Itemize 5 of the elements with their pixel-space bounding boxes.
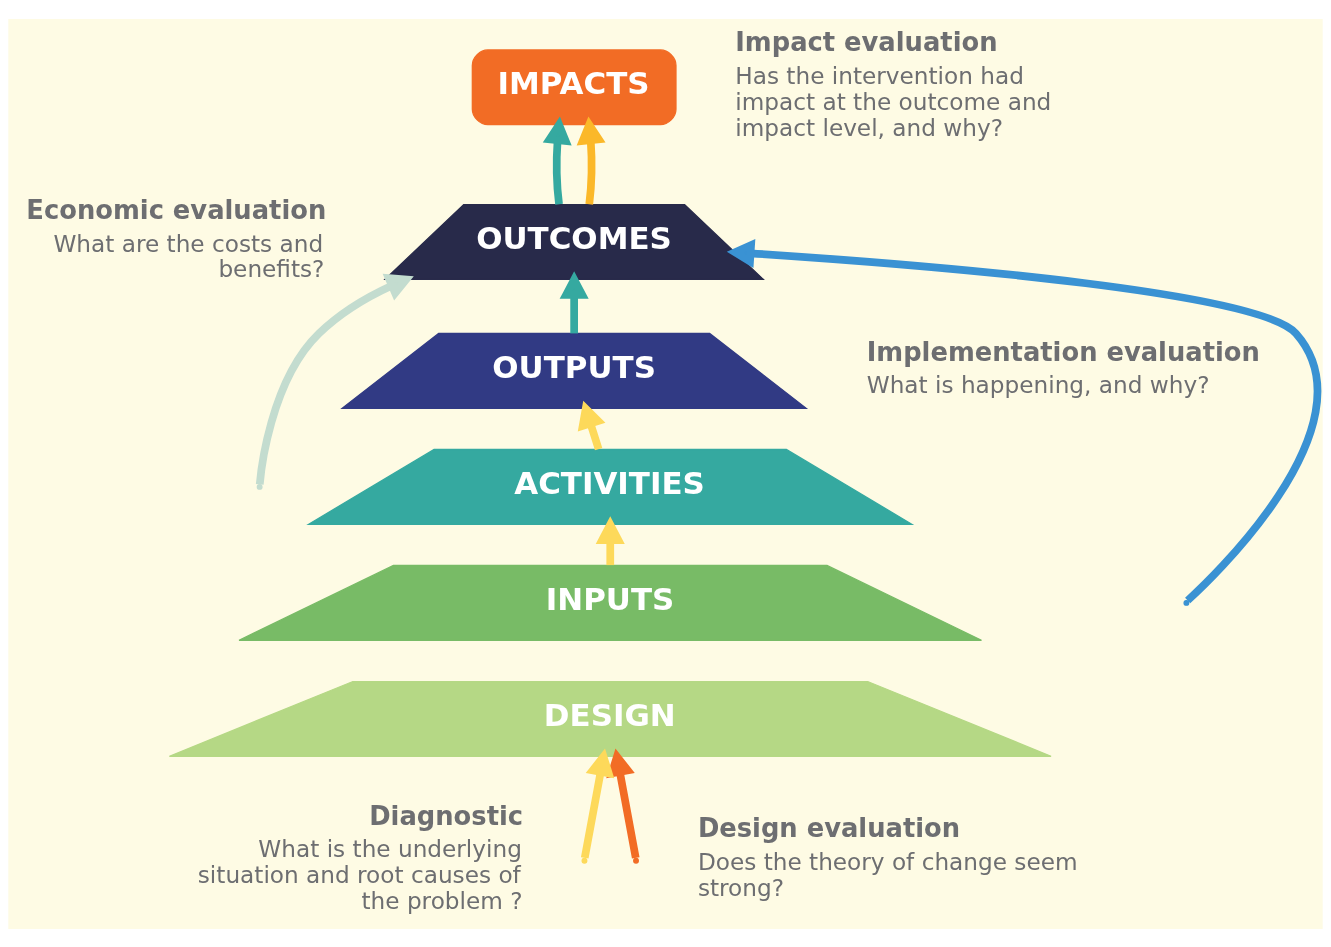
- node-text: Diagnostic What is the underlying situation and root causes of the problem ?: [197, 800, 524, 914]
- node-text: Implementation evaluation What is happening, and why?: [866, 336, 1260, 398]
- node-text: Impact evaluation Has the intervention had impact at the outcome and impact level, and why?: [735, 26, 1052, 141]
- node-text: Design evaluation Does the theory of change seem strong?: [697, 812, 1078, 901]
- node-text: Economic evaluation What are the costs and benefits?: [26, 194, 327, 282]
